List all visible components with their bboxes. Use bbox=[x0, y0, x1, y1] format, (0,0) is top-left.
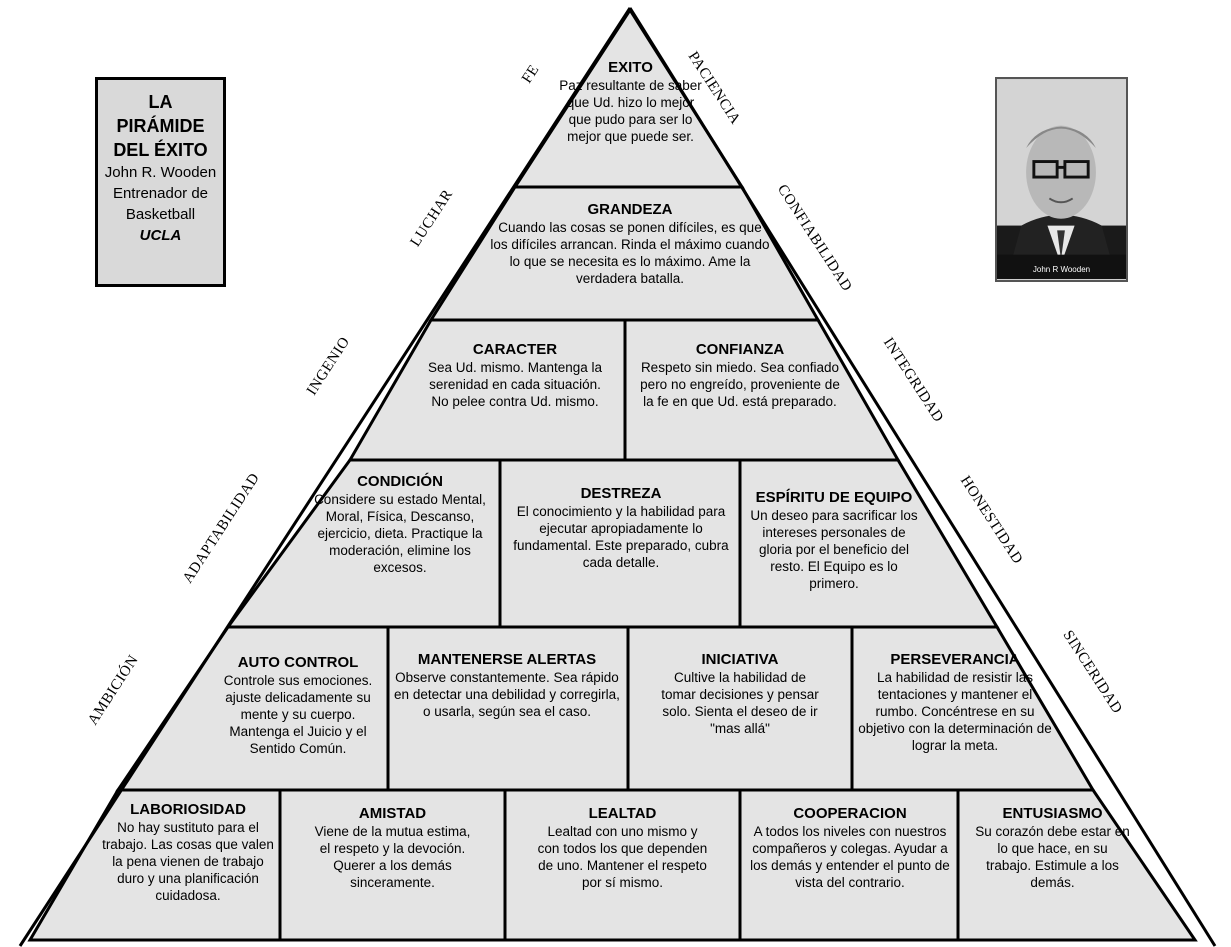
block-lealtad: LEALTAD Lealtad con uno mismo y con todo… bbox=[535, 804, 710, 891]
block-entusiasmo-shape bbox=[956, 788, 1198, 942]
photo-caption: John R Wooden bbox=[1032, 265, 1091, 274]
title-line-3: DEL ÉXITO bbox=[113, 140, 208, 160]
block-title: AMISTAD bbox=[358, 805, 427, 822]
block-text: Controle sus emociones. ajuste delicadam… bbox=[223, 673, 373, 756]
block-exito: EXITO Paz resultante de saber que Ud. hi… bbox=[548, 58, 713, 145]
block-text: Sea Ud. mismo. Mantenga la serenidad en … bbox=[427, 360, 603, 409]
block-condicion: CONDICIÓN Considere su estado Mental, Mo… bbox=[310, 472, 490, 576]
block-text: No hay sustituto para el trabajo. Las co… bbox=[102, 820, 274, 903]
author-name: John R. Wooden bbox=[104, 164, 217, 181]
block-iniciativa: INICIATIVA Cultive la habilidad de tomar… bbox=[660, 650, 820, 737]
block-confianza: CONFIANZA Respeto sin miedo. Sea confiad… bbox=[640, 340, 840, 410]
block-title: AUTO CONTROL bbox=[237, 654, 359, 671]
title-box: LA PIRÁMIDE DEL ÉXITO John R. Wooden Ent… bbox=[95, 77, 226, 287]
block-caracter: CARACTER Sea Ud. mismo. Mantenga la sere… bbox=[420, 340, 610, 410]
block-text: Cuando las cosas se ponen difíciles, es … bbox=[490, 220, 770, 286]
block-text: El conocimiento y la habilidad para ejec… bbox=[513, 504, 729, 570]
block-text: Lealtad con uno mismo y con todos los qu… bbox=[537, 824, 708, 890]
block-grandeza: GRANDEZA Cuando las cosas se ponen difíc… bbox=[490, 200, 770, 287]
block-title: EXITO bbox=[608, 59, 653, 76]
block-destreza: DESTREZA El conocimiento y la habilidad … bbox=[510, 484, 732, 571]
block-text: Paz resultante de saber que Ud. hizo lo … bbox=[559, 78, 702, 144]
block-title: GRANDEZA bbox=[587, 201, 673, 218]
block-cooperacion: COOPERACION A todos los niveles con nues… bbox=[750, 804, 950, 891]
title-line-2: PIRÁMIDE bbox=[116, 116, 205, 136]
block-entusiasmo: ENTUSIASMO Su corazón debe estar en lo q… bbox=[975, 804, 1130, 891]
block-title: DESTREZA bbox=[580, 485, 662, 502]
block-laboriosidad: LABORIOSIDAD No hay sustituto para el tr… bbox=[98, 800, 278, 904]
block-title: COOPERACION bbox=[793, 805, 907, 822]
block-title: CONDICIÓN bbox=[357, 473, 443, 490]
author-role-2: Basketball bbox=[125, 206, 196, 223]
block-text: Viene de la mutua estima, el respeto y l… bbox=[314, 824, 471, 890]
block-title: CONFIANZA bbox=[695, 341, 785, 358]
portrait-image bbox=[997, 80, 1126, 279]
block-text: A todos los niveles con nuestros compañe… bbox=[750, 824, 950, 890]
block-text: La habilidad de resistir las tentaciones… bbox=[858, 670, 1052, 753]
block-perseverancia: PERSEVERANCIA La habilidad de resistir l… bbox=[855, 650, 1055, 754]
block-title: ENTUSIASMO bbox=[1002, 805, 1103, 822]
block-text: Considere su estado Mental, Moral, Físic… bbox=[314, 492, 486, 575]
block-text: Un deseo para sacrificar los intereses p… bbox=[750, 508, 918, 591]
block-espiritu: ESPÍRITU DE EQUIPO Un deseo para sacrifi… bbox=[744, 488, 924, 592]
block-autocontrol: AUTO CONTROL Controle sus emociones. aju… bbox=[212, 653, 384, 757]
block-text: Respeto sin miedo. Sea confiado pero no … bbox=[640, 360, 840, 409]
block-title: INICIATIVA bbox=[701, 651, 779, 668]
block-title: CARACTER bbox=[472, 341, 558, 358]
block-text: Su corazón debe estar en lo que hace, en… bbox=[975, 824, 1130, 890]
block-amistad: AMISTAD Viene de la mutua estima, el res… bbox=[310, 804, 475, 891]
block-alertas: MANTENERSE ALERTAS Observe constantement… bbox=[392, 650, 622, 720]
block-text: Cultive la habilidad de tomar decisiones… bbox=[661, 670, 819, 736]
block-title: LABORIOSIDAD bbox=[130, 801, 246, 818]
block-title: MANTENERSE ALERTAS bbox=[417, 651, 597, 668]
block-title: PERSEVERANCIA bbox=[890, 651, 1020, 668]
block-title: LEALTAD bbox=[588, 805, 657, 822]
block-text: Observe constantemente. Sea rápido en de… bbox=[394, 670, 620, 719]
block-title: ESPÍRITU DE EQUIPO bbox=[755, 489, 913, 506]
author-role-1: Entrenador de bbox=[112, 185, 209, 202]
author-photo: John R Wooden bbox=[995, 77, 1128, 282]
title-line-1: LA bbox=[148, 92, 173, 112]
author-school: UCLA bbox=[139, 227, 182, 244]
